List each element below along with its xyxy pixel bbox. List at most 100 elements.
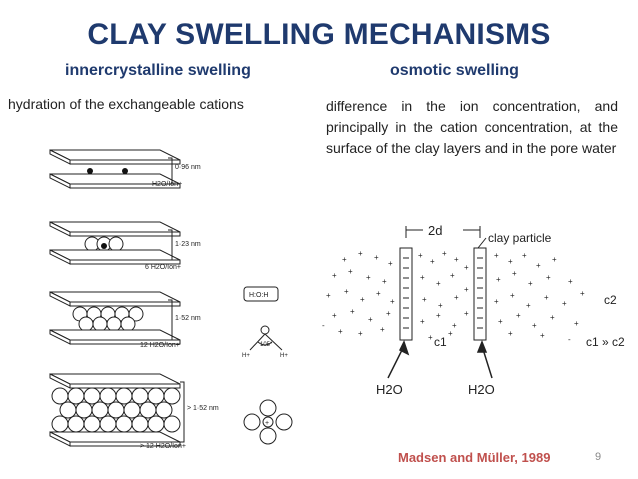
svg-text:+: + bbox=[265, 420, 269, 427]
svg-text:+: + bbox=[452, 321, 457, 330]
svg-text:+: + bbox=[464, 309, 469, 318]
cation-dot bbox=[122, 168, 128, 174]
concentration-relation: c1 » c2 bbox=[586, 335, 625, 349]
svg-text:+: + bbox=[382, 277, 387, 286]
svg-text:+: + bbox=[360, 295, 365, 304]
svg-text:+: + bbox=[494, 251, 499, 260]
svg-text:+: + bbox=[522, 251, 527, 260]
svg-text:+: + bbox=[368, 315, 373, 324]
innercrystalline-swelling-diagram: 0·96 nm H2O/Ion+ 1·23 nm 6 H2O/Ion+ 1·52… bbox=[49, 149, 293, 450]
svg-text:+: + bbox=[380, 325, 385, 334]
svg-text:+: + bbox=[536, 261, 541, 270]
molecule-angle: 105° bbox=[260, 342, 273, 348]
svg-text:+: + bbox=[374, 253, 379, 262]
svg-text:+: + bbox=[540, 331, 545, 340]
svg-text:+: + bbox=[350, 307, 355, 316]
spacing-label: 0·96 nm bbox=[175, 164, 201, 171]
gap-label: 2d bbox=[428, 223, 442, 238]
svg-text:+: + bbox=[528, 279, 533, 288]
svg-text:+: + bbox=[516, 311, 521, 320]
left-description: hydration of the exchangeable cations bbox=[8, 96, 244, 112]
svg-text:+: + bbox=[568, 277, 573, 286]
c1-label: c1 bbox=[434, 335, 447, 349]
svg-text:+: + bbox=[532, 321, 537, 330]
svg-text:+: + bbox=[580, 289, 585, 298]
svg-text:+: + bbox=[562, 299, 567, 308]
svg-text:+: + bbox=[428, 333, 433, 342]
water-label: 12 H2O/Ion+ bbox=[140, 342, 180, 349]
svg-text:+: + bbox=[448, 329, 453, 338]
spacing-label: 1·23 nm bbox=[175, 241, 201, 248]
svg-text:+: + bbox=[526, 301, 531, 310]
clay-layer bbox=[49, 249, 181, 261]
clay-particle-right bbox=[473, 247, 487, 341]
water-label-right: H2O bbox=[468, 382, 495, 397]
svg-text:+: + bbox=[366, 273, 371, 282]
spacing-label: > 1·52 nm bbox=[187, 405, 219, 412]
svg-text:+: + bbox=[436, 311, 441, 320]
svg-text:+: + bbox=[510, 291, 515, 300]
svg-text:+: + bbox=[436, 279, 441, 288]
clay-layer bbox=[49, 431, 181, 443]
svg-text:+: + bbox=[390, 297, 395, 306]
hydrogen-label: H+ bbox=[280, 353, 288, 359]
clay-particle-label: clay particle bbox=[488, 231, 552, 245]
water-label-left: H2O bbox=[376, 382, 403, 397]
svg-text:+: + bbox=[342, 255, 347, 264]
svg-text:+: + bbox=[386, 309, 391, 318]
svg-text:+: + bbox=[442, 249, 447, 258]
svg-text:+: + bbox=[388, 259, 393, 268]
slide-title: CLAY SWELLING MECHANISMS bbox=[87, 18, 551, 51]
svg-text:+: + bbox=[464, 263, 469, 272]
svg-text:+: + bbox=[464, 285, 469, 294]
svg-text:+: + bbox=[420, 273, 425, 282]
osmotic-swelling-diagram: 2d clay particle ++++ +++++ +++++ ++++ +… bbox=[322, 223, 625, 397]
svg-text:+: + bbox=[552, 255, 557, 264]
svg-text:+: + bbox=[338, 327, 343, 336]
page-number: 9 bbox=[595, 451, 602, 463]
svg-text:+: + bbox=[454, 293, 459, 302]
hydrogen-label: H+ bbox=[242, 353, 250, 359]
svg-text:+: + bbox=[418, 251, 423, 260]
svg-text:+: + bbox=[438, 301, 443, 310]
svg-text:+: + bbox=[422, 295, 427, 304]
svg-text:+: + bbox=[550, 313, 555, 322]
c2-label: c2 bbox=[604, 293, 617, 307]
cation-dot bbox=[87, 168, 93, 174]
svg-text:+: + bbox=[358, 329, 363, 338]
right-description: difference in the ion concentration, and… bbox=[326, 98, 618, 156]
svg-text:+: + bbox=[332, 311, 337, 320]
water-label: > 12 H2O/Ion+ bbox=[140, 443, 186, 450]
clay-layer bbox=[49, 373, 181, 385]
svg-text:+: + bbox=[332, 271, 337, 280]
citation: Madsen and Müller, 1989 bbox=[398, 450, 551, 465]
clay-layer bbox=[49, 329, 181, 341]
ion-cloud: ++++ +++++ +++++ ++++ ++++ +++++ +++++ +… bbox=[322, 249, 585, 344]
svg-text:+: + bbox=[508, 257, 513, 266]
svg-text:+: + bbox=[574, 319, 579, 328]
svg-text:+: + bbox=[358, 249, 363, 258]
svg-text:+: + bbox=[512, 269, 517, 278]
water-molecule-schematic bbox=[243, 286, 279, 302]
svg-text:+: + bbox=[430, 257, 435, 266]
clay-layer bbox=[49, 149, 181, 161]
water-label: H2O/Ion+ bbox=[152, 181, 182, 188]
svg-text:+: + bbox=[498, 317, 503, 326]
right-subtitle: osmotic swelling bbox=[390, 62, 519, 79]
svg-text:+: + bbox=[454, 255, 459, 264]
svg-text:+: + bbox=[326, 291, 331, 300]
clay-layer bbox=[49, 221, 181, 233]
svg-text:-: - bbox=[322, 321, 325, 330]
svg-text:+: + bbox=[544, 293, 549, 302]
svg-text:+: + bbox=[508, 329, 513, 338]
clay-layer bbox=[49, 291, 181, 303]
spacing-label: 1·52 nm bbox=[175, 315, 201, 322]
clay-particle-left bbox=[399, 247, 413, 341]
svg-text:H:O:H: H:O:H bbox=[249, 292, 268, 299]
svg-text:+: + bbox=[494, 297, 499, 306]
svg-text:+: + bbox=[450, 271, 455, 280]
water-label: 6 H2O/Ion+ bbox=[145, 264, 181, 271]
svg-text:+: + bbox=[376, 289, 381, 298]
svg-text:+: + bbox=[546, 273, 551, 282]
svg-text:+: + bbox=[420, 317, 425, 326]
